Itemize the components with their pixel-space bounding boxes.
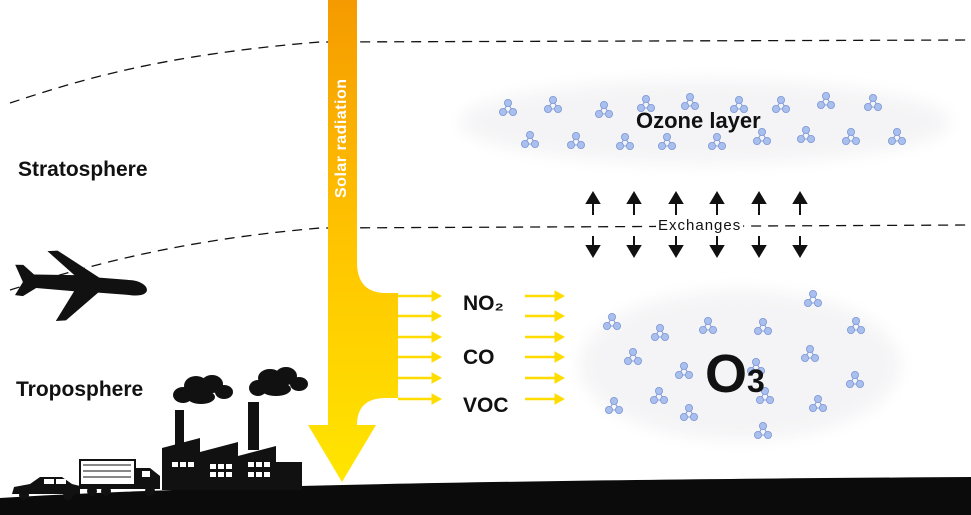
ozone-molecule-icon — [804, 289, 823, 307]
ozone-molecule-icon — [616, 132, 635, 150]
o3-main: O — [705, 344, 748, 404]
ozone-molecule-icon — [801, 344, 820, 362]
emission-arrows-left — [398, 290, 443, 405]
up-arrow-icon — [792, 191, 808, 215]
ozone-molecule-icon — [650, 386, 669, 404]
ozone-molecules — [498, 92, 907, 439]
down-arrow-icon — [585, 236, 601, 258]
stratosphere-label: Stratosphere — [18, 158, 148, 181]
ozone-molecule-icon — [756, 386, 775, 404]
ozone-molecule-icon — [772, 96, 791, 114]
up-arrow-icon — [626, 191, 642, 215]
troposphere-label: Troposphere — [16, 378, 144, 401]
ozone-molecule-icon — [842, 127, 861, 145]
ozone-molecule-icon — [754, 421, 773, 439]
yellow-arrow-icon — [398, 310, 443, 322]
exchange-arrows — [585, 191, 808, 258]
solar-radiation-arrow — [308, 0, 398, 482]
up-arrow-icon — [751, 191, 767, 215]
ozone-molecule-icon — [605, 396, 624, 414]
ozone-molecule-icon — [658, 132, 677, 150]
ozone-molecule-icon — [680, 403, 699, 421]
o3-label: O3 — [705, 347, 765, 408]
up-arrow-icon — [709, 191, 725, 215]
yellow-arrow-icon — [525, 372, 566, 384]
smoke-icon — [173, 367, 308, 404]
ground — [0, 477, 971, 515]
down-arrow-icon — [792, 236, 808, 258]
ozone-molecule-icon — [797, 126, 816, 143]
down-arrow-icon — [751, 236, 767, 258]
ozone-molecule-icon — [624, 347, 643, 365]
emission-arrows-right — [525, 290, 566, 405]
stratosphere-boundary-top — [9, 39, 971, 104]
yellow-arrow-icon — [398, 393, 443, 405]
ozone-molecule-icon — [864, 94, 883, 112]
factory-icon — [162, 402, 302, 490]
ozone-molecule-icon — [651, 323, 670, 341]
no2-label: NO₂ — [463, 292, 504, 315]
yellow-arrow-icon — [525, 290, 566, 302]
ozone-layer-label: Ozone layer — [636, 108, 761, 133]
ozone-molecule-icon — [637, 95, 656, 113]
tropopause-boundary — [9, 224, 971, 291]
ozone-molecule-icon — [521, 130, 540, 148]
car-icon — [12, 477, 80, 500]
airplane-icon — [15, 250, 147, 321]
yellow-arrow-icon — [525, 393, 566, 405]
ozone-molecule-icon — [595, 101, 614, 119]
ozone-molecule-icon — [847, 316, 866, 334]
ozone-molecule-icon — [817, 92, 836, 110]
yellow-arrow-icon — [398, 372, 443, 384]
yellow-arrow-icon — [398, 290, 443, 302]
ozone-molecule-icon — [498, 99, 517, 117]
ozone-molecule-icon — [730, 96, 749, 114]
yellow-arrow-icon — [525, 351, 566, 363]
yellow-arrow-icon — [525, 331, 566, 343]
ozone-molecule-icon — [753, 127, 772, 145]
ozone-molecule-icon — [699, 316, 718, 334]
ozone-molecule-icon — [675, 361, 694, 379]
o3-subscript: 3 — [747, 363, 765, 399]
yellow-arrow-icon — [398, 351, 443, 363]
ozone-molecule-icon — [754, 317, 773, 335]
ozone-molecule-icon — [708, 132, 727, 150]
ozone-molecule-icon — [603, 312, 622, 330]
truck-icon — [79, 459, 160, 496]
ozone-molecule-icon — [809, 394, 828, 412]
up-arrow-icon — [668, 191, 684, 215]
ozone-molecule-icon — [747, 357, 766, 375]
yellow-arrow-icon — [525, 310, 566, 322]
ozone-molecule-icon — [846, 370, 865, 388]
down-arrow-icon — [668, 236, 684, 258]
yellow-arrow-icon — [398, 331, 443, 343]
ozone-molecule-icon — [888, 127, 907, 145]
solar-radiation-label: Solar radiation — [333, 78, 350, 198]
down-arrow-icon — [709, 236, 725, 258]
co-label: CO — [463, 346, 495, 369]
voc-label: VOC — [463, 394, 509, 417]
ozone-molecule-icon — [567, 131, 586, 149]
up-arrow-icon — [585, 191, 601, 215]
down-arrow-icon — [626, 236, 642, 258]
ozone-molecule-icon — [544, 96, 563, 114]
ozone-molecule-icon — [681, 93, 700, 111]
exchanges-label: Exchanges — [656, 217, 744, 234]
